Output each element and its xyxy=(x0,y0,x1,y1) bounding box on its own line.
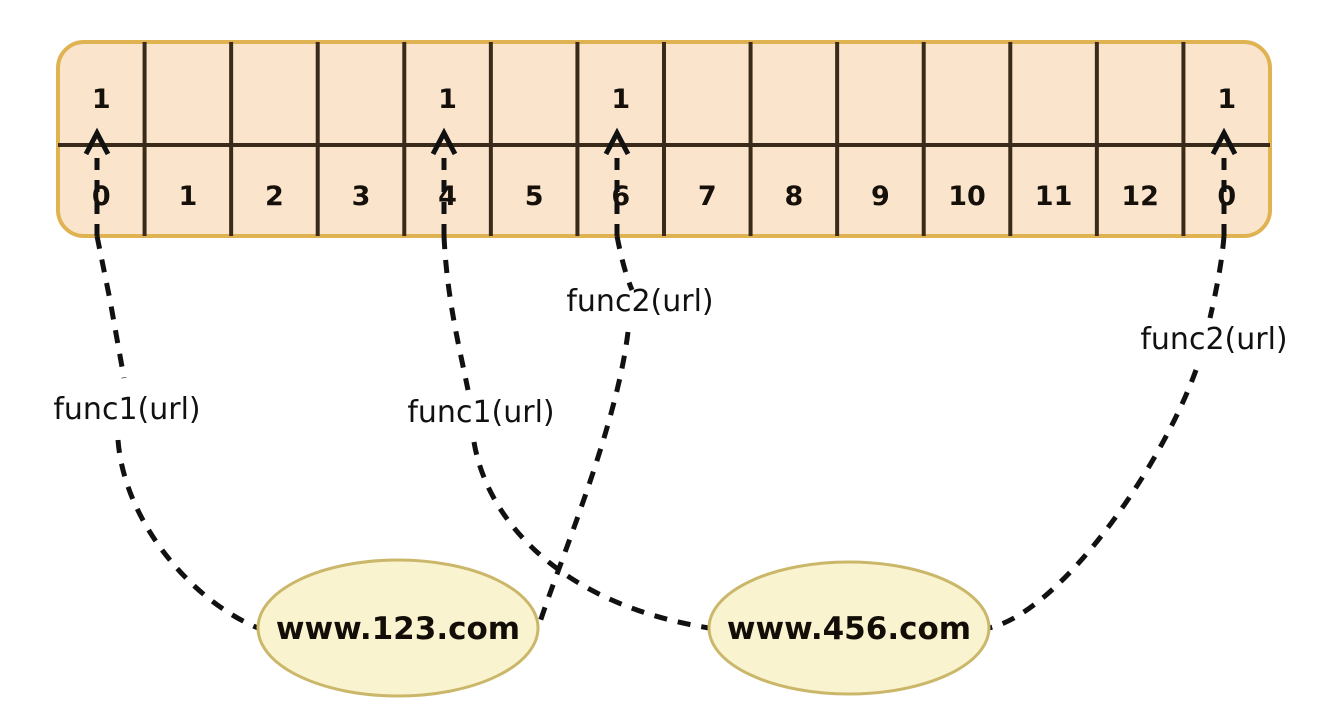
url-node-labels: www.123.com www.456.com xyxy=(276,611,971,647)
cell-count-13: 1 xyxy=(1217,84,1236,115)
label-func1-mid: func1(url) xyxy=(407,395,554,430)
connector-func1left-to-node123 xyxy=(115,439,259,631)
function-labels: func1(url) func1(url) func2(url) func2(url) xyxy=(53,284,1287,430)
node-123[interactable] xyxy=(256,558,540,698)
arrow-cell-0-head xyxy=(83,127,111,156)
label-func2-mid: func2(url) xyxy=(566,284,713,319)
cell-index-9: 9 xyxy=(871,181,890,212)
label-func2-right: func2(url) xyxy=(1140,322,1287,357)
arrow-cell-13-head xyxy=(1210,127,1238,156)
table-count-row: 1 1 1 1 xyxy=(92,84,1236,115)
table-cell-separators xyxy=(142,42,1186,236)
cell-index-7: 7 xyxy=(698,181,717,212)
cell-count-4: 1 xyxy=(438,84,457,115)
cell-index-3: 3 xyxy=(352,181,371,212)
cell-index-11: 11 xyxy=(1035,181,1073,212)
cell-count-6: 1 xyxy=(611,84,630,115)
node-456[interactable] xyxy=(707,560,991,696)
connector-cell6-to-func2mid xyxy=(614,235,635,291)
url-nodes xyxy=(256,558,991,698)
connector-func1mid-to-node456 xyxy=(471,441,710,631)
cell-index-12: 12 xyxy=(1121,181,1159,212)
table-cell-arrows xyxy=(83,127,1238,236)
connector-curves xyxy=(94,235,1227,631)
cell-index-10: 10 xyxy=(948,181,986,212)
cell-count-0: 1 xyxy=(92,84,111,115)
arrow-cell-4-head xyxy=(430,127,458,156)
cell-index-2: 2 xyxy=(265,181,284,212)
cell-index-5: 5 xyxy=(525,181,544,212)
arrow-cell-6-head xyxy=(603,127,631,156)
cell-index-8: 8 xyxy=(784,181,803,212)
label-func1-left: func1(url) xyxy=(53,392,200,427)
node-456-label: www.456.com xyxy=(727,611,971,647)
cell-index-1: 1 xyxy=(178,181,197,212)
node-123-label: www.123.com xyxy=(276,611,520,647)
connector-cell13-to-func2right xyxy=(1207,235,1227,319)
